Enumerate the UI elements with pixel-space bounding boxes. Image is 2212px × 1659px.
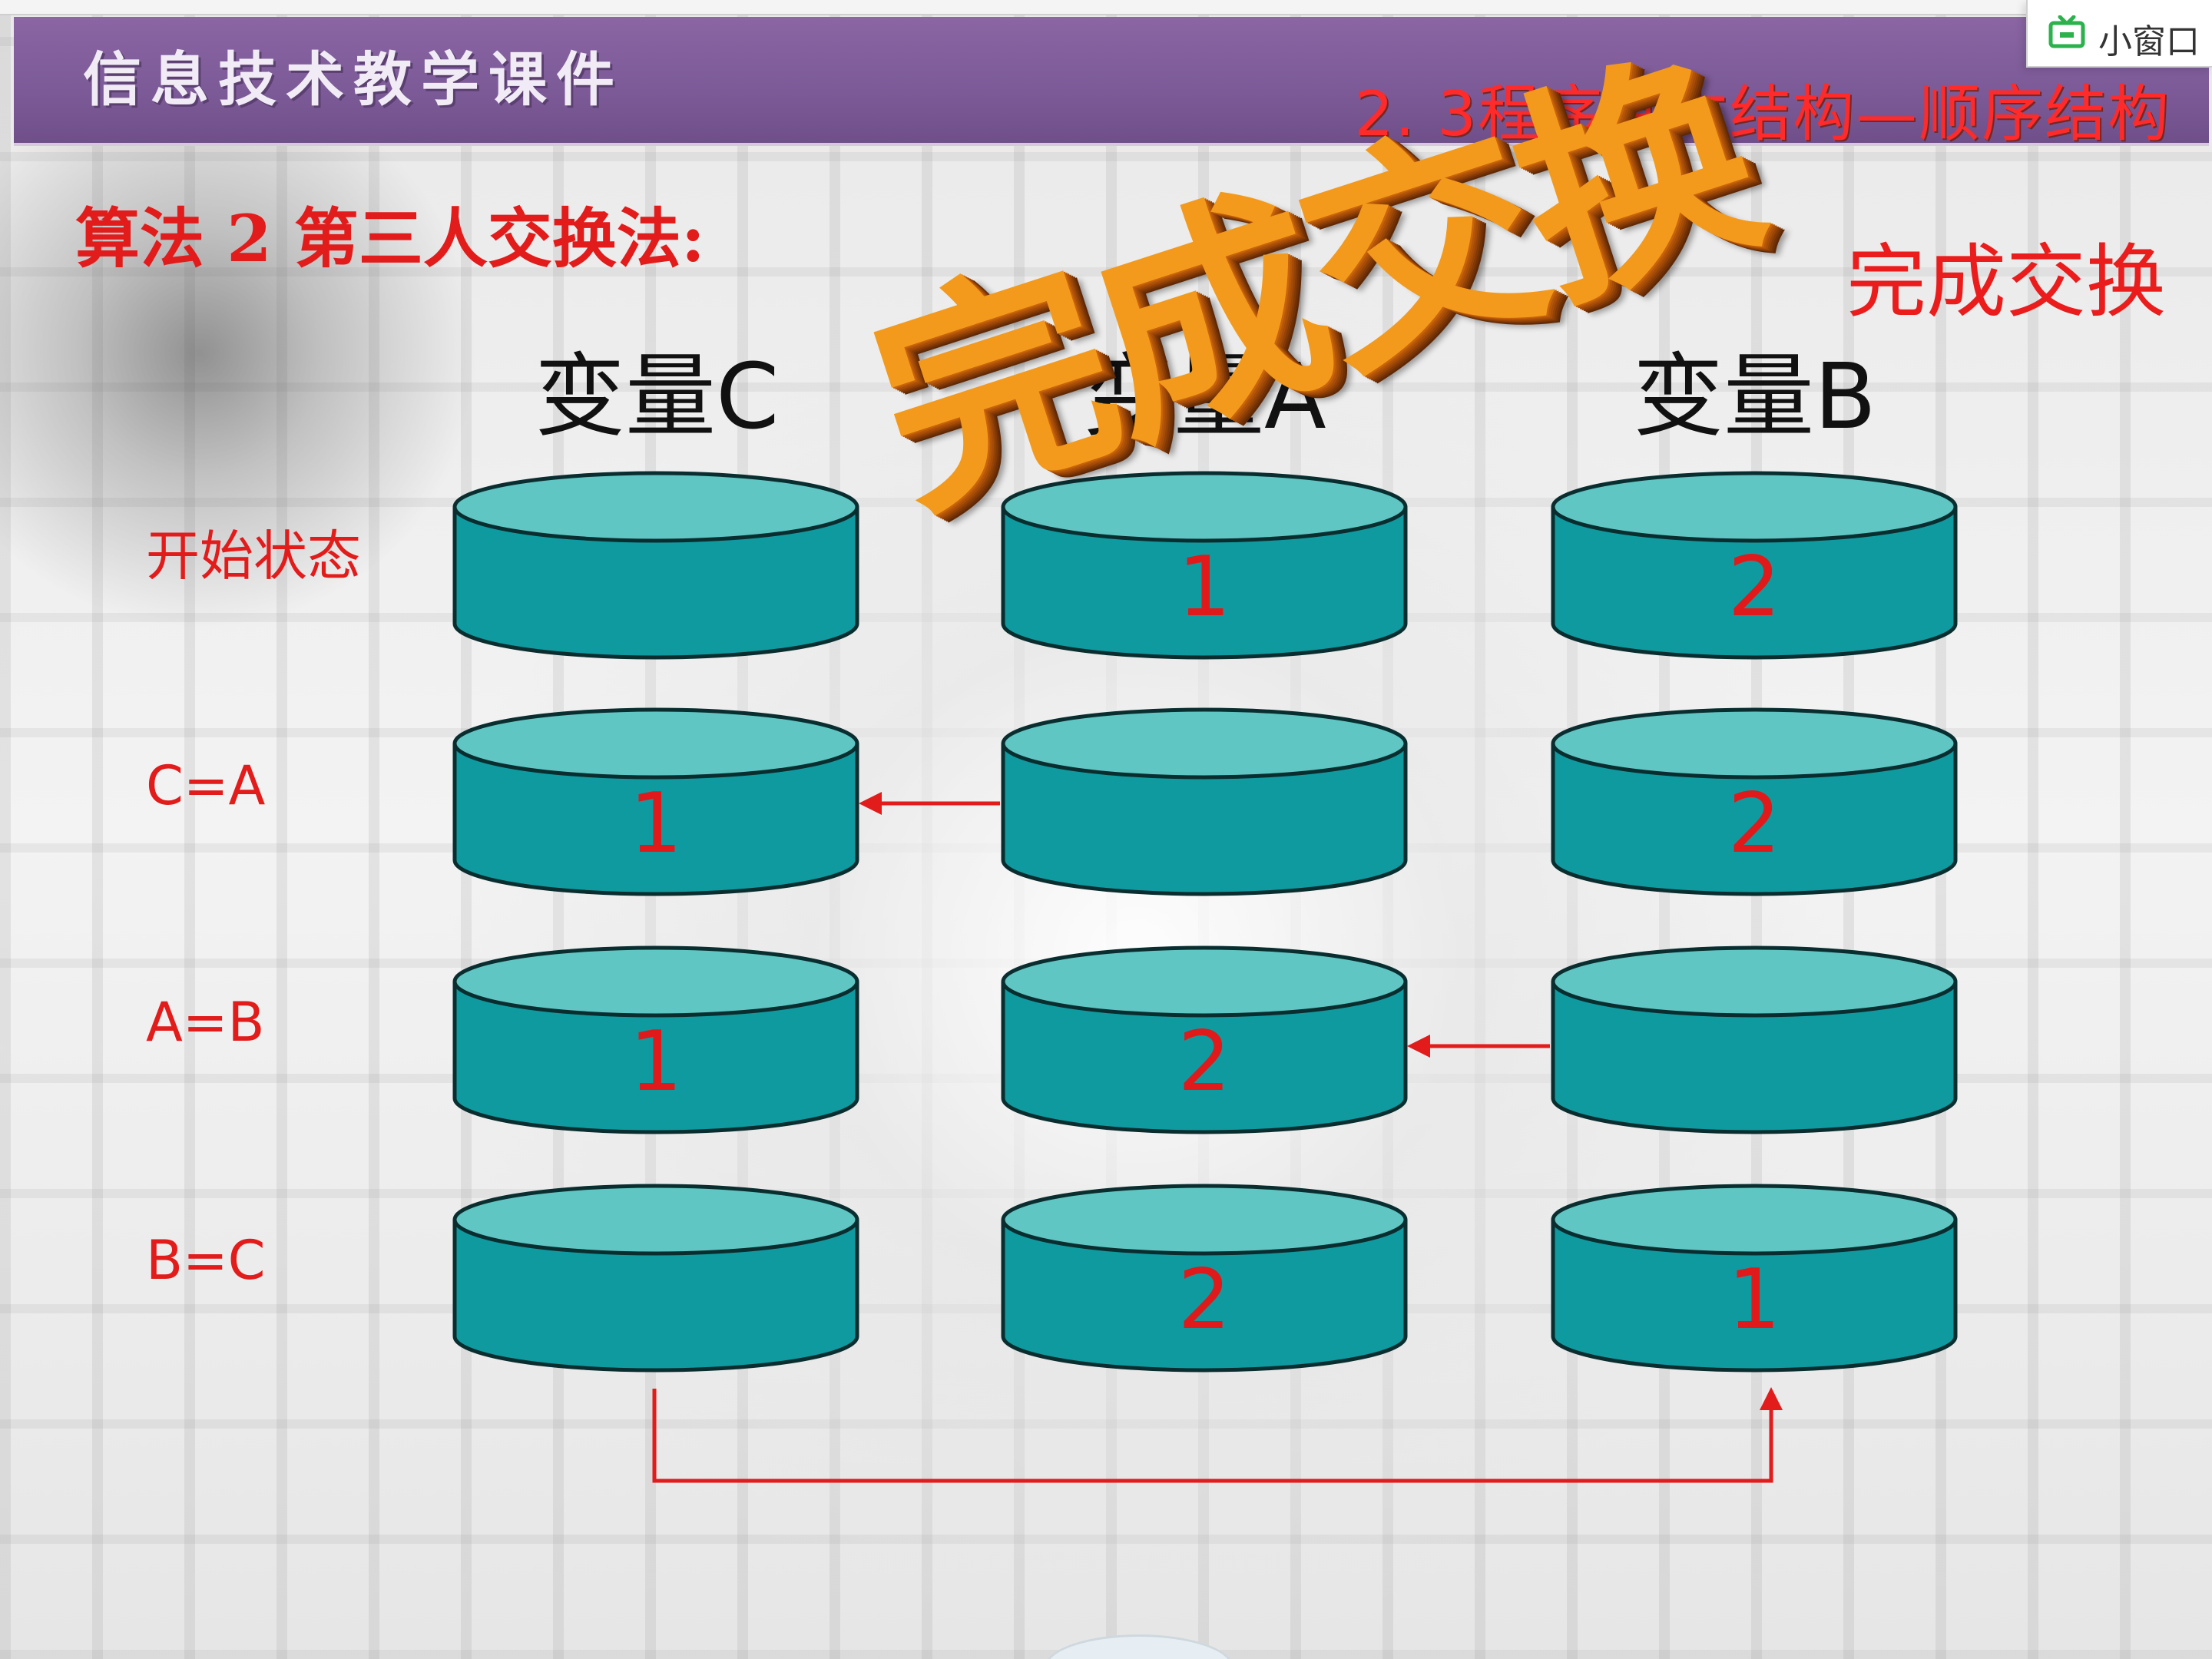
cylinder-value: 2 [1177,1014,1231,1110]
row-label-a-eq-b: A=B [146,991,265,1054]
column-header-c: 变量C [535,343,780,449]
mini-window-label: 小窗口 [2098,22,2200,61]
cylinder-value: 1 [629,776,683,872]
done-swap-label: 完成交换 [1846,235,2166,329]
window-top-strip [0,0,2212,15]
cylinder-a-eq-b-b [1550,943,1959,1137]
cylinder-start-c [452,469,860,662]
cylinder-b-eq-c-c [452,1181,860,1375]
tv-icon [2048,15,2086,51]
slide-header: 信息技术教学课件 2. 3程序基本结构—顺序结构 [14,17,2209,150]
row-label-b-eq-c: B=C [146,1229,266,1292]
cylinder-start-b: 2 [1550,469,1959,662]
course-title: 信息技术教学课件 [83,45,624,114]
cylinder-start-a: 1 [1000,469,1409,662]
row-label-c-eq-a: C=A [146,754,266,817]
cylinder-value: 1 [1727,1252,1781,1348]
cylinder-value: 1 [1177,539,1231,635]
algorithm-title: 算法 2 第三人交换法: [75,200,705,276]
cylinder-value: 1 [629,1014,683,1110]
column-header-a: 变量A [1083,343,1326,449]
cylinder-value: 2 [1177,1252,1231,1348]
cylinder-c-eq-a-a [1000,705,1409,899]
cylinder-c-eq-a-b: 2 [1550,705,1959,899]
arrow-c-to-b [652,1387,1783,1483]
cylinder-a-eq-b-a: 2 [1000,943,1409,1137]
cylinder-b-eq-c-b: 1 [1550,1181,1959,1375]
cylinder-a-eq-b-c: 1 [452,943,860,1137]
cylinder-value: 2 [1727,539,1781,635]
cylinder-b-eq-c-a: 2 [1000,1181,1409,1375]
cylinder-value: 2 [1727,776,1781,872]
row-label-start: 开始状态 [146,525,361,588]
mini-window-button[interactable]: 小窗口 [2026,0,2212,68]
column-header-b: 变量B [1633,343,1876,449]
cylinder-c-eq-a-c: 1 [452,705,860,899]
section-title: 2. 3程序基本结构—顺序结构 [1354,78,2171,150]
